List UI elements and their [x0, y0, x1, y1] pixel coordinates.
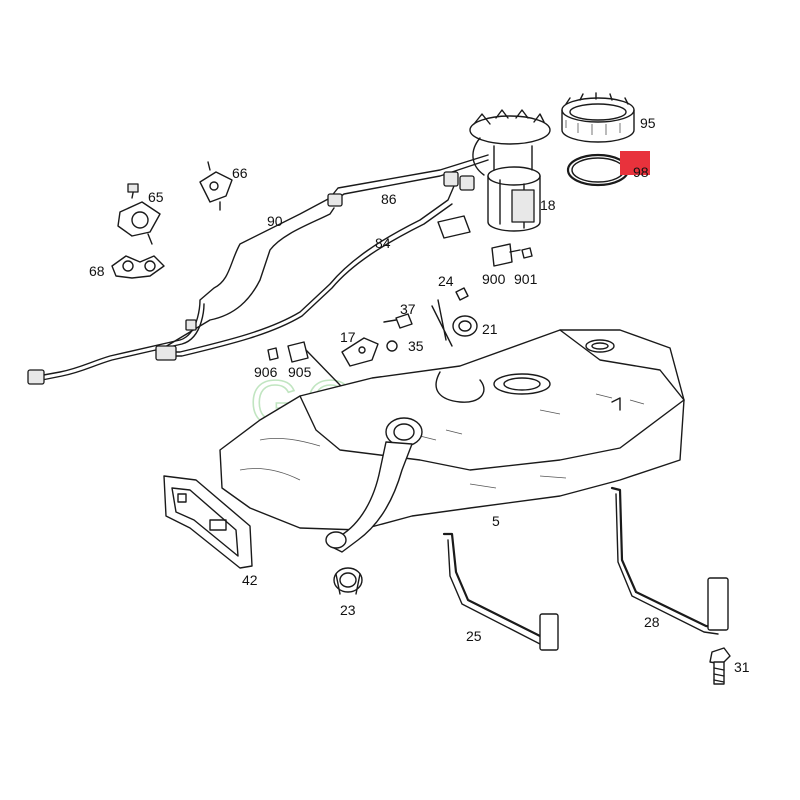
label-31: 31: [734, 659, 750, 675]
grommet-23[interactable]: [333, 567, 363, 595]
label-901: 901: [514, 271, 538, 287]
label-905: 905: [288, 364, 312, 380]
tank-strap-28[interactable]: [610, 486, 729, 635]
screw-37[interactable]: [383, 313, 413, 329]
label-98: 98: [633, 164, 649, 180]
filler-neck[interactable]: [325, 417, 423, 553]
bracket-17[interactable]: [341, 337, 379, 367]
label-23: 23: [340, 602, 356, 618]
fuel-line-84[interactable]: [155, 171, 475, 361]
pin-901[interactable]: [521, 247, 533, 259]
label-21: 21: [482, 321, 498, 337]
pin-906[interactable]: [267, 347, 279, 361]
label-25: 25: [466, 628, 482, 644]
label-84: 84: [375, 235, 391, 251]
label-28: 28: [644, 614, 660, 630]
clip-66[interactable]: [199, 161, 233, 211]
label-66: 66: [232, 165, 248, 181]
label-42: 42: [242, 572, 258, 588]
label-68: 68: [89, 263, 105, 279]
label-65: 65: [148, 189, 164, 205]
fuel-flap-21[interactable]: [431, 299, 478, 347]
label-86: 86: [381, 191, 397, 207]
label-5: 5: [492, 513, 500, 529]
valve-65[interactable]: [117, 183, 161, 245]
highlight-marker: [620, 151, 650, 175]
label-35: 35: [408, 338, 424, 354]
label-95: 95: [640, 115, 656, 131]
fuel-line-86[interactable]: [159, 154, 489, 351]
label-18: 18: [540, 197, 556, 213]
fuel-pump-18[interactable]: [469, 109, 551, 232]
locking-ring-95[interactable]: [561, 92, 635, 143]
label-17: 17: [340, 329, 356, 345]
label-24: 24: [438, 273, 454, 289]
label-906: 906: [254, 364, 278, 380]
connector-900[interactable]: [437, 215, 521, 267]
label-90: 90: [267, 213, 283, 229]
label-900: 900: [482, 271, 506, 287]
fuel-tank-5[interactable]: [219, 329, 685, 531]
tank-strap-25[interactable]: [442, 532, 559, 651]
heat-shield-42[interactable]: [163, 475, 253, 569]
clamp-68[interactable]: [111, 255, 165, 279]
label-37: 37: [400, 301, 416, 317]
seal-ring-98[interactable]: [566, 153, 630, 187]
seal-24[interactable]: [455, 287, 469, 301]
bolt-31[interactable]: [709, 647, 731, 685]
nut-35[interactable]: [386, 340, 398, 352]
part-labels: 95 98 18 65 66 90 86 84 68 900 901 24 37…: [89, 115, 750, 675]
fuel-line-90[interactable]: [27, 197, 331, 385]
